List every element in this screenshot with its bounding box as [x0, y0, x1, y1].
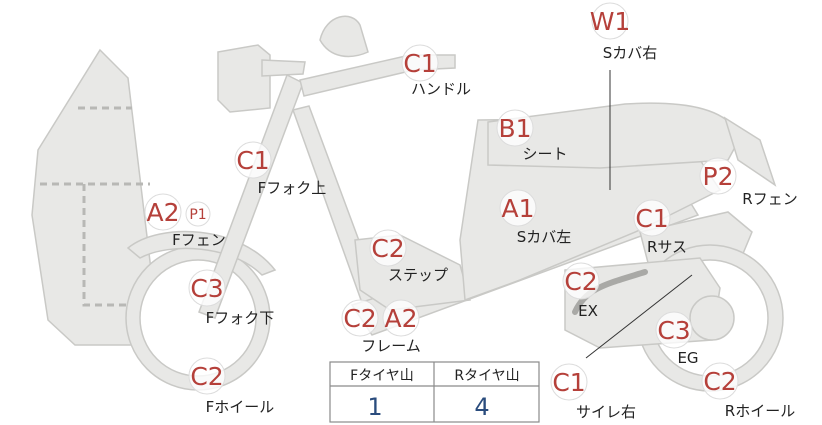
- part-engine: C3 EG: [655, 311, 699, 367]
- grade-badge: [562, 262, 600, 300]
- grade-badge: [144, 193, 182, 231]
- mirror: [319, 15, 369, 58]
- part-handle: C1 ハンドル: [401, 44, 471, 98]
- part-label: Rフェン: [742, 190, 797, 208]
- grade-badge: [655, 311, 693, 349]
- grade-badge-small: [185, 201, 211, 227]
- rear-fender-shape: [723, 116, 777, 187]
- part-r-fender: P2 Rフェン: [699, 157, 798, 208]
- grade-text: C1: [635, 204, 668, 233]
- part-s-cover-left: A1 Sカバ左: [499, 189, 572, 246]
- part-r-wheel: C2 Rホイール: [701, 362, 795, 420]
- grade-text: C3: [657, 316, 690, 345]
- part-label: フレーム: [361, 337, 421, 355]
- grade-badge: [234, 141, 272, 179]
- part-label: サイレ右: [576, 403, 636, 421]
- grade-text: C3: [190, 274, 223, 303]
- part-r-suspension: C1 Rサス: [633, 199, 687, 256]
- rear-tread-header: Rタイヤ山: [454, 368, 519, 384]
- grade-text: C1: [552, 368, 585, 397]
- part-label: Sカバ左: [517, 228, 572, 246]
- part-muffler-right: C1 サイレ右: [550, 363, 636, 421]
- grade-badge: [591, 2, 629, 40]
- rear-hub: [689, 295, 735, 341]
- front-shield: [31, 48, 161, 346]
- muffler-leader: [585, 274, 693, 359]
- grade-badge: [341, 299, 379, 337]
- grade-badge: [550, 363, 588, 401]
- part-label: EG: [677, 349, 698, 367]
- grade-badge: [499, 189, 537, 227]
- part-label: Fフォク下: [206, 309, 275, 327]
- part-s-cover-right: W1 Sカバ右: [590, 2, 658, 62]
- grade-text-second: A2: [384, 304, 417, 333]
- grade-text: A2: [146, 198, 179, 227]
- part-seat: B1 シート: [496, 109, 568, 163]
- front-tread-header: Fタイヤ山: [350, 368, 414, 384]
- grade-badge: [496, 109, 534, 147]
- part-label: Fホイール: [206, 398, 275, 416]
- part-exhaust: C2 EX: [562, 262, 600, 320]
- part-label: Fフェン: [172, 231, 226, 249]
- grade-text: C2: [703, 367, 736, 396]
- rear-tread-value: 4: [474, 393, 489, 421]
- part-label: Sカバ右: [603, 44, 658, 62]
- seat-shape: [487, 102, 741, 169]
- grade-badge: [188, 269, 226, 307]
- grade-badge: [401, 44, 439, 82]
- part-label: シート: [522, 145, 567, 163]
- part-label: EX: [578, 302, 598, 320]
- part-f-fender: A2 P1 Fフェン: [144, 193, 226, 249]
- front-tread-value: 1: [367, 393, 382, 421]
- grade-badge: [699, 157, 737, 195]
- headlight-visor: [261, 59, 306, 77]
- part-f-wheel: C2 Fホイール: [188, 357, 275, 416]
- grade-text: W1: [590, 7, 631, 36]
- grade-text: B1: [498, 114, 531, 143]
- grade-text: C1: [236, 146, 269, 175]
- part-label: ステップ: [388, 266, 448, 284]
- grade-text: C2: [371, 234, 404, 263]
- grade-text: C1: [403, 49, 436, 78]
- part-label: Rサス: [647, 238, 687, 256]
- grade-sub-text: P1: [189, 207, 206, 223]
- part-label: Rホイール: [725, 402, 795, 420]
- grade-badge: [369, 229, 407, 267]
- part-label: ハンドル: [411, 80, 471, 98]
- front-fork: [198, 73, 304, 319]
- part-label: Fフォク上: [258, 179, 327, 197]
- grade-badge: [633, 199, 671, 237]
- headlight: [217, 44, 271, 113]
- part-f-fork-upper: C1 Fフォク上: [234, 141, 327, 197]
- part-frame: C2 A2 フレーム: [341, 299, 421, 355]
- grade-text: C2: [564, 267, 597, 296]
- part-f-fork-lower: C3 Fフォク下: [188, 269, 275, 327]
- grade-badge-second: [382, 299, 420, 337]
- tire-tread-table: Fタイヤ山 Rタイヤ山 1 4: [329, 361, 540, 423]
- grade-text: A1: [501, 194, 534, 223]
- grade-badge: [188, 357, 226, 395]
- grade-badge: [701, 362, 739, 400]
- grade-text: P2: [703, 162, 734, 191]
- grade-text: C2: [343, 304, 376, 333]
- part-step: C2 ステップ: [369, 229, 448, 284]
- exhaust-pipe: [572, 269, 648, 315]
- grade-text: C2: [190, 362, 223, 391]
